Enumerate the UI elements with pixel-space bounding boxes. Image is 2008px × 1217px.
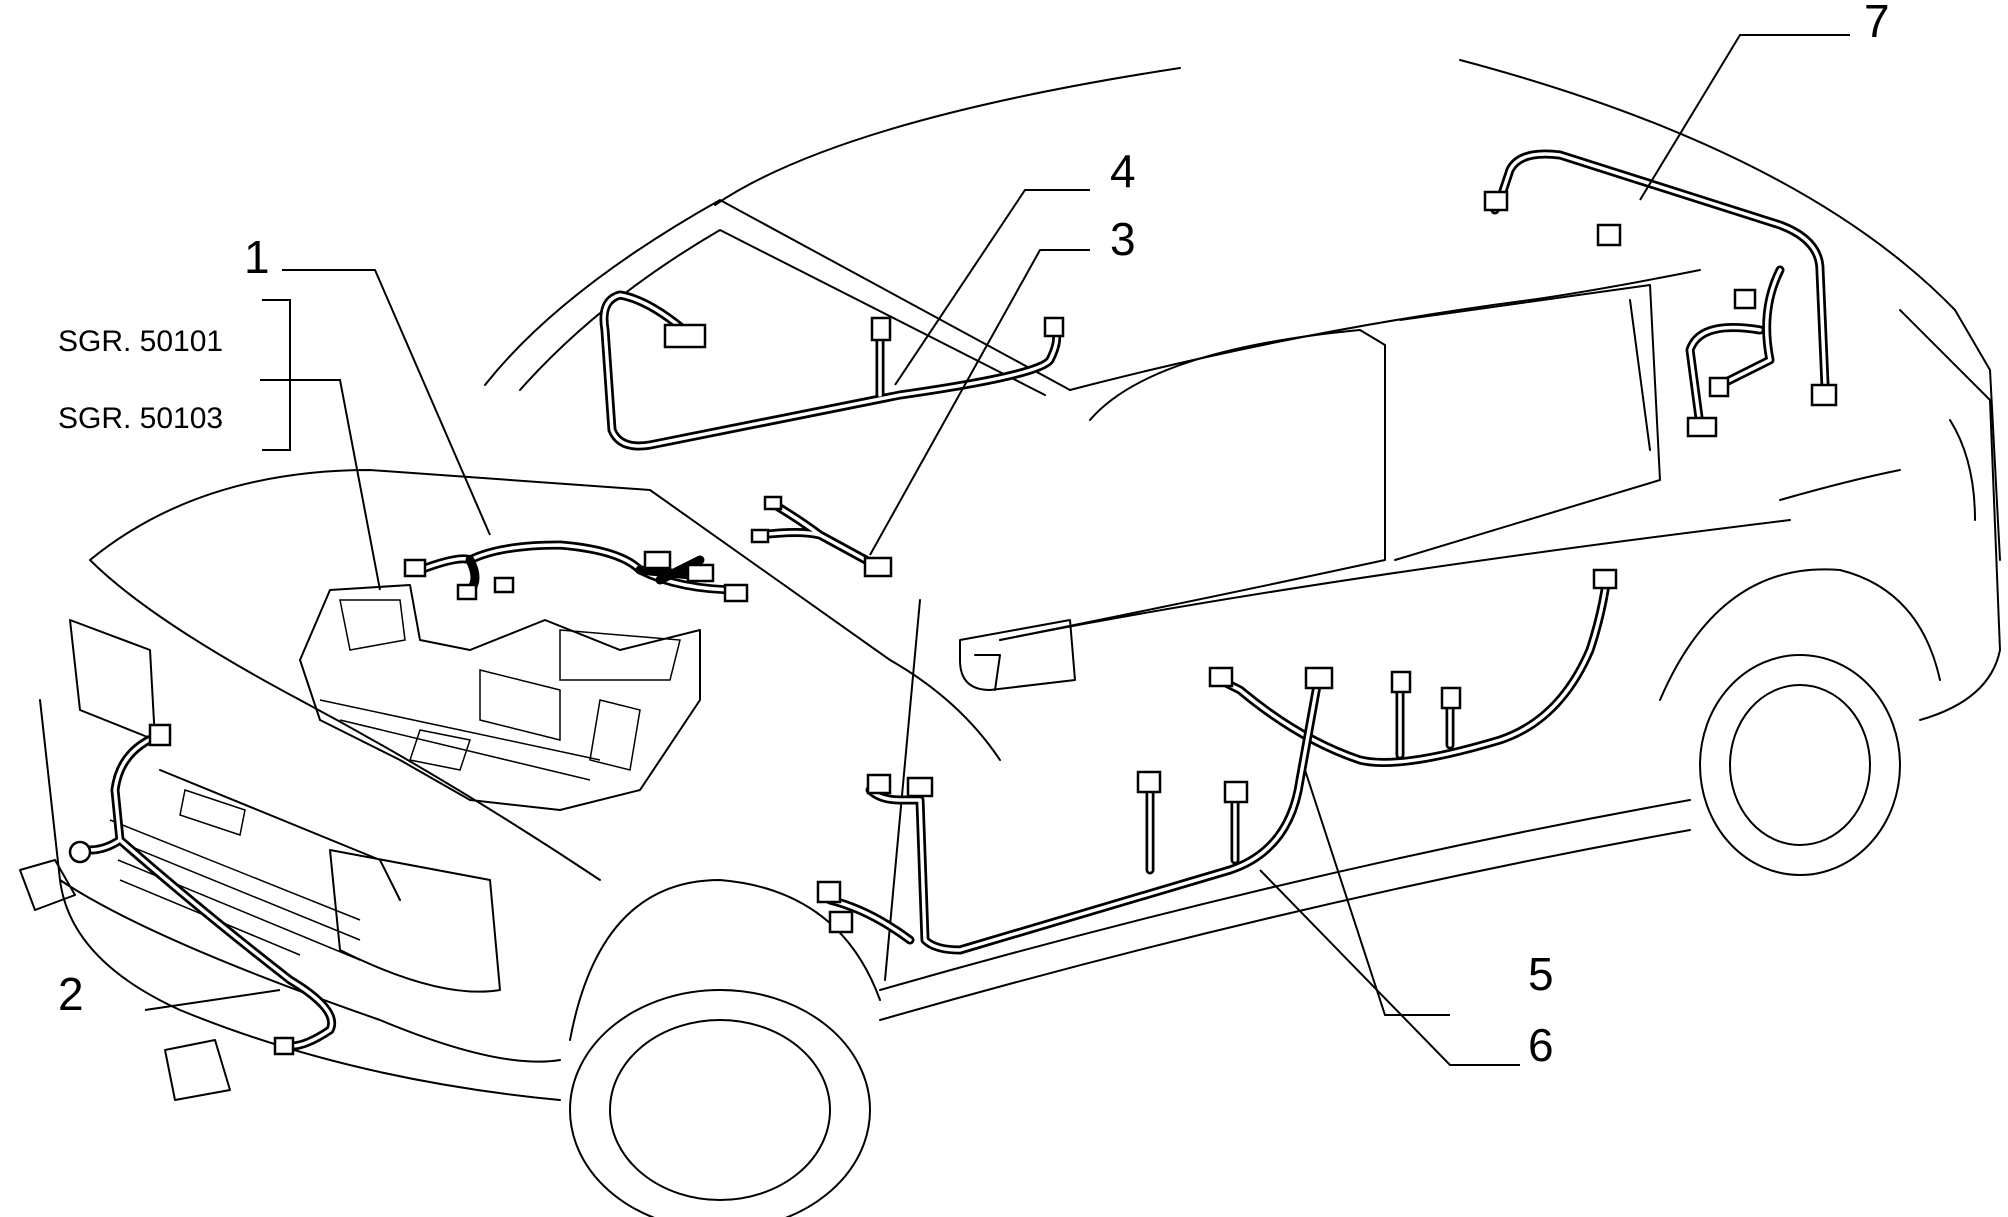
callout-4: 4 — [1110, 145, 1136, 197]
harness-3 — [750, 495, 893, 578]
callout-2: 2 — [58, 968, 84, 1020]
callout-7: 7 — [1864, 0, 1890, 47]
callout-1: 1 — [244, 231, 270, 283]
harness-6 — [816, 666, 1334, 955]
callout-5: 5 — [1528, 948, 1554, 1000]
harness-5 — [1208, 568, 1618, 767]
heater-unit — [299, 584, 701, 811]
harness-7 — [1483, 149, 1838, 438]
car-body-outline — [39, 59, 2001, 1217]
reference-sgr-50101: SGR. 50101 — [58, 325, 223, 358]
reference-sgr-50103: SGR. 50103 — [58, 402, 223, 435]
harness-2 — [19, 723, 336, 1101]
callout-3: 3 — [1110, 213, 1136, 265]
callout-6: 6 — [1528, 1019, 1554, 1071]
leader-lines — [144, 34, 1850, 1066]
harness-1 — [403, 540, 749, 603]
harness-4 — [599, 290, 1065, 451]
